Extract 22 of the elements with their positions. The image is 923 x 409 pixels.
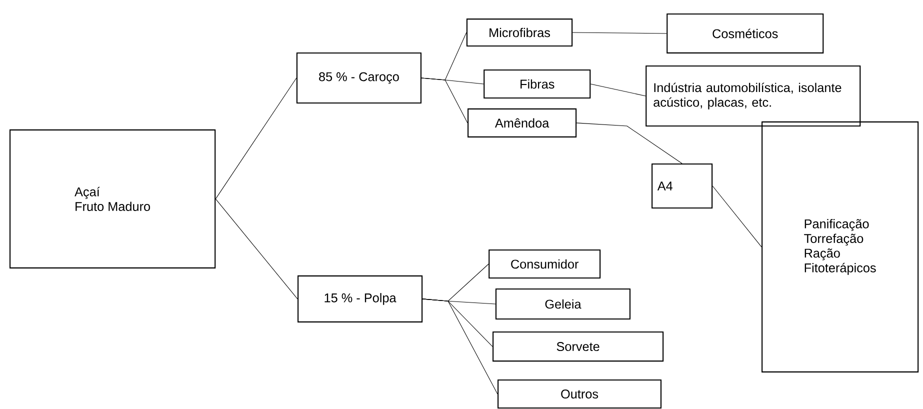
process-box: Amêndoa: [468, 108, 577, 138]
process-box: Cosméticos: [666, 13, 824, 54]
process-box: Fibras: [484, 69, 591, 98]
connector-line: [572, 32, 667, 34]
process-box: Microfibras: [466, 18, 573, 46]
process-box: Panificação Torrefação Ração Fitoterápicos: [762, 121, 919, 372]
process-box: 85 % - Caroço: [296, 52, 422, 104]
process-box: Indústria automobilística, isolante acústico, placas, etc.: [646, 65, 861, 126]
process-box: Sorvete: [492, 331, 664, 362]
process-box: Geleia: [495, 288, 631, 320]
process-box: Outros: [498, 379, 662, 409]
connector-line: [422, 298, 498, 394]
connector-line: [215, 198, 298, 300]
connector-line: [712, 186, 762, 248]
process-box: A4: [652, 163, 713, 208]
connector-line: [590, 84, 646, 96]
connector-line: [421, 78, 468, 124]
process-box: Consumidor: [488, 249, 601, 278]
process-box: 15 % - Polpa: [298, 275, 423, 322]
process-box: Açaí Fruto Maduro: [9, 129, 216, 268]
connector-line: [215, 78, 297, 200]
connector-line: [576, 122, 682, 164]
